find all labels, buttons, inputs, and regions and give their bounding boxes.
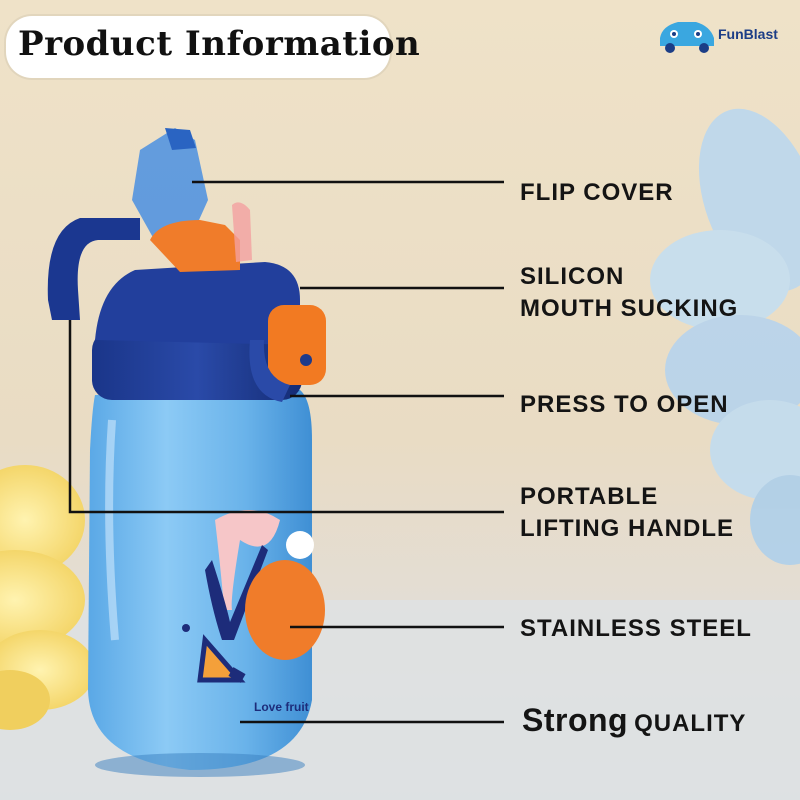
title-plate (6, 16, 390, 78)
brand-logo: FunBlast (656, 16, 796, 56)
blue-flower-decor (650, 108, 800, 565)
brand-name: FunBlast (718, 26, 778, 42)
car-icon (660, 22, 714, 53)
water-bottle (47, 128, 326, 777)
callout-press-to-open: PRESS TO OPEN (520, 391, 729, 418)
callout-silicon-line1: SILICON (520, 263, 625, 290)
handle-line (68, 320, 504, 514)
callout-silicon-line2: MOUTH SUCKING (520, 295, 739, 322)
callout-portable-line2: LIFTING HANDLE (520, 515, 734, 542)
callout-strong: Strong (522, 702, 629, 738)
bottle-print-text: Love fruit (254, 700, 309, 714)
callout-portable-line1: PORTABLE (520, 483, 659, 510)
page-title: Product Information (18, 24, 421, 64)
callout-quality: QUALITY (634, 710, 747, 737)
callout-flip-cover: FLIP COVER (520, 179, 674, 206)
yellow-flower-decor (0, 465, 95, 730)
callout-stainless-steel: STAINLESS STEEL (520, 615, 752, 642)
